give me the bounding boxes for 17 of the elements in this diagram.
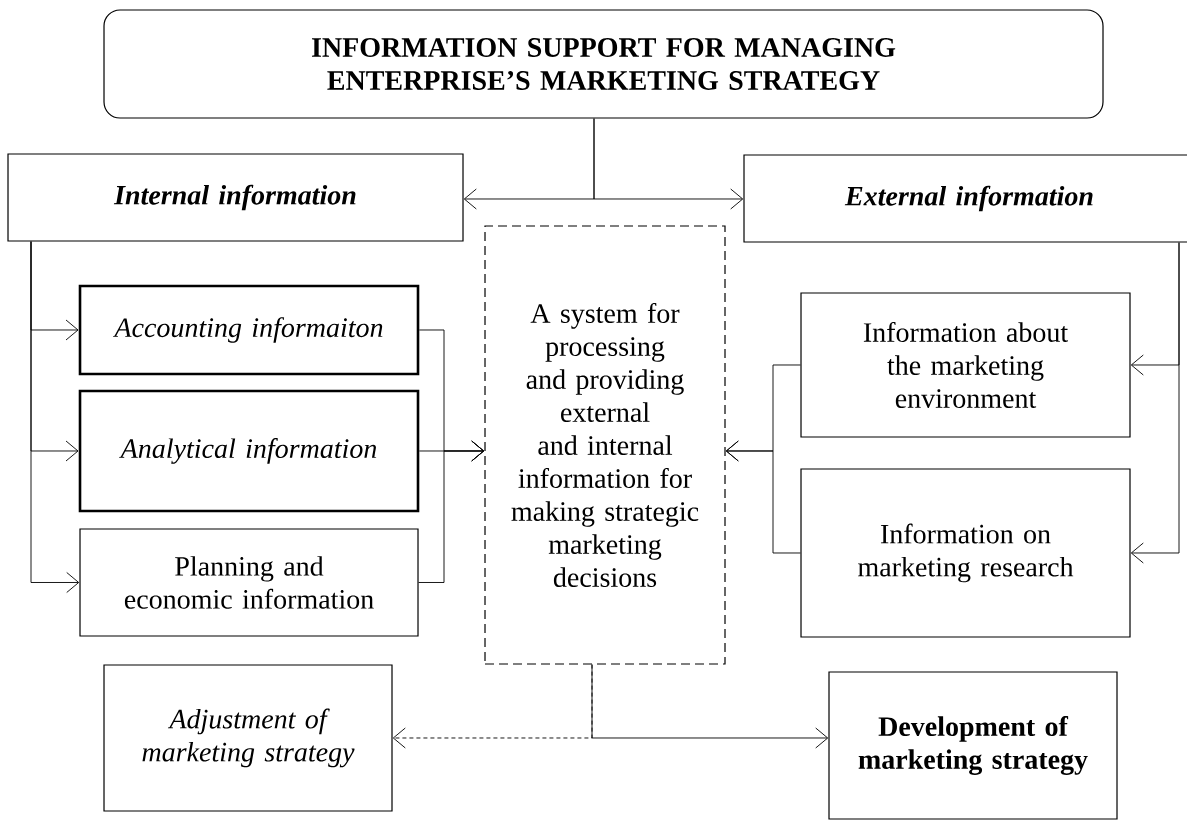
category-box: External information bbox=[743, 154, 1187, 243]
arrow bbox=[725, 440, 801, 554]
strategy-box: Adjustment of marketing strategy bbox=[103, 664, 393, 812]
info-box: Information about the marketing environment bbox=[800, 292, 1131, 438]
category-box: Internal information bbox=[7, 153, 464, 242]
arrow bbox=[30, 241, 80, 593]
arrow bbox=[591, 664, 829, 749]
arrow bbox=[418, 440, 485, 583]
info-box: Planning and economic information bbox=[79, 528, 419, 637]
arrow bbox=[1130, 242, 1180, 564]
arrow bbox=[593, 118, 744, 210]
system-box: A system for processing and providing external and internal information for making strategic marketing decisions bbox=[484, 225, 726, 665]
strategy-box: Development of marketing strategy bbox=[828, 671, 1118, 820]
title-box: INFORMATION SUPPORT FOR MANAGING ENTERPRISE’S MARKETING STRATEGY bbox=[103, 9, 1104, 119]
info-box: Analytical information bbox=[78, 389, 420, 513]
info-box: Accounting informaiton bbox=[78, 284, 420, 376]
info-box: Information on marketing research bbox=[800, 468, 1131, 638]
